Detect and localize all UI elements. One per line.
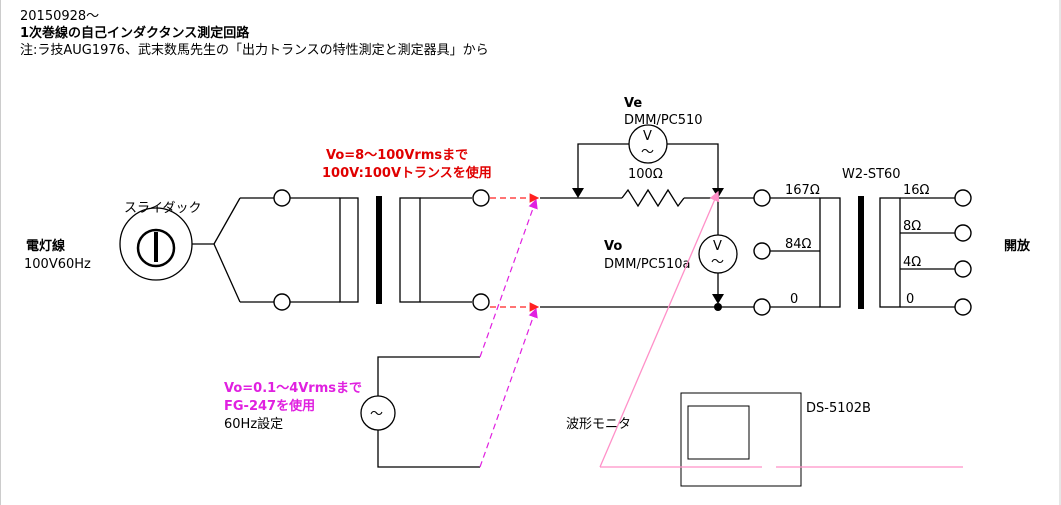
terminal-0-left <box>753 298 771 316</box>
terminal-0-right <box>954 298 972 316</box>
slidac: スライダック <box>119 197 282 303</box>
vo-meter-v: V <box>713 239 722 254</box>
probe-line <box>599 190 720 468</box>
ve-name: Ve <box>624 96 642 111</box>
function-generator: ～ Vo=0.1～4Vrmsまで FG-247を使用 60Hz設定 <box>224 198 538 468</box>
vo-name: Vo <box>604 239 622 254</box>
fg-setting-label: 60Hz設定 <box>224 416 283 432</box>
resistor-100ohm: 100Ω <box>621 167 685 208</box>
terminal-iso-top <box>472 189 490 207</box>
fg-tilde: ～ <box>370 407 383 422</box>
terminal-16 <box>954 189 972 207</box>
tap-0-left-label: 0 <box>790 292 798 307</box>
tap-8-label: 8Ω <box>903 219 921 234</box>
vo-low-note-2: FG-247を使用 <box>224 398 315 414</box>
vo-high-note-1: Vo=8～100Vrmsまで <box>326 148 468 163</box>
terminal-4 <box>954 260 972 278</box>
vo-meter: Vo DMM/PC510a V ～ <box>604 198 738 311</box>
isolation-transformer <box>290 196 472 304</box>
magenta-arrow-bottom <box>479 307 538 468</box>
tap-0-right-label: 0 <box>906 292 914 307</box>
tap-16-label: 16Ω <box>903 183 930 198</box>
ve-meter-tilde: ～ <box>641 145 654 160</box>
ve-meter-model: DMM/PC510 <box>624 113 703 128</box>
ve-meter: Ve DMM/PC510 V ～ <box>572 96 724 198</box>
terminal-84 <box>753 242 771 260</box>
vo-meter-tilde: ～ <box>711 255 724 270</box>
open-label: 開放 <box>1004 238 1031 254</box>
terminal-8 <box>954 224 972 242</box>
resistor-label: 100Ω <box>628 167 663 182</box>
tap-4-label: 4Ω <box>903 255 921 270</box>
terminal-iso-bottom <box>472 293 490 311</box>
scope-model: DS-5102B <box>806 401 871 416</box>
terminal-mains-top <box>273 189 291 207</box>
vo-low-note-1: Vo=0.1～4Vrmsまで <box>224 381 362 396</box>
header-note: 注:ラ技AUG1976、武末数馬先生の「出力トランスの特性測定と測定器具」から <box>20 43 489 58</box>
tap-84-label: 84Ω <box>785 237 812 252</box>
vo-meter-model: DMM/PC510a <box>604 257 691 272</box>
header-title: 1次巻線の自己インダクタンス測定回路 <box>20 25 250 41</box>
magenta-arrow-top <box>479 198 538 358</box>
terminal-167 <box>753 189 771 207</box>
tap-167-label: 167Ω <box>785 183 820 198</box>
mains-spec: 100V60Hz <box>24 257 91 272</box>
w2-st60-transformer: W2-ST60 167Ω 84Ω 0 16Ω 8Ω 4Ω 0 開放 <box>753 167 1031 316</box>
oscilloscope: 波形モニタ DS-5102B <box>566 190 963 487</box>
mains-label: 電灯線 <box>26 238 66 254</box>
ve-meter-v: V <box>643 129 652 144</box>
transformer-label: W2-ST60 <box>842 167 901 182</box>
terminal-mains-bottom <box>273 293 291 311</box>
header-date: 20150928～ <box>20 9 99 24</box>
vo-high-note-2: 100V:100Vトランスを使用 <box>322 165 492 181</box>
monitor-label: 波形モニタ <box>566 417 631 432</box>
